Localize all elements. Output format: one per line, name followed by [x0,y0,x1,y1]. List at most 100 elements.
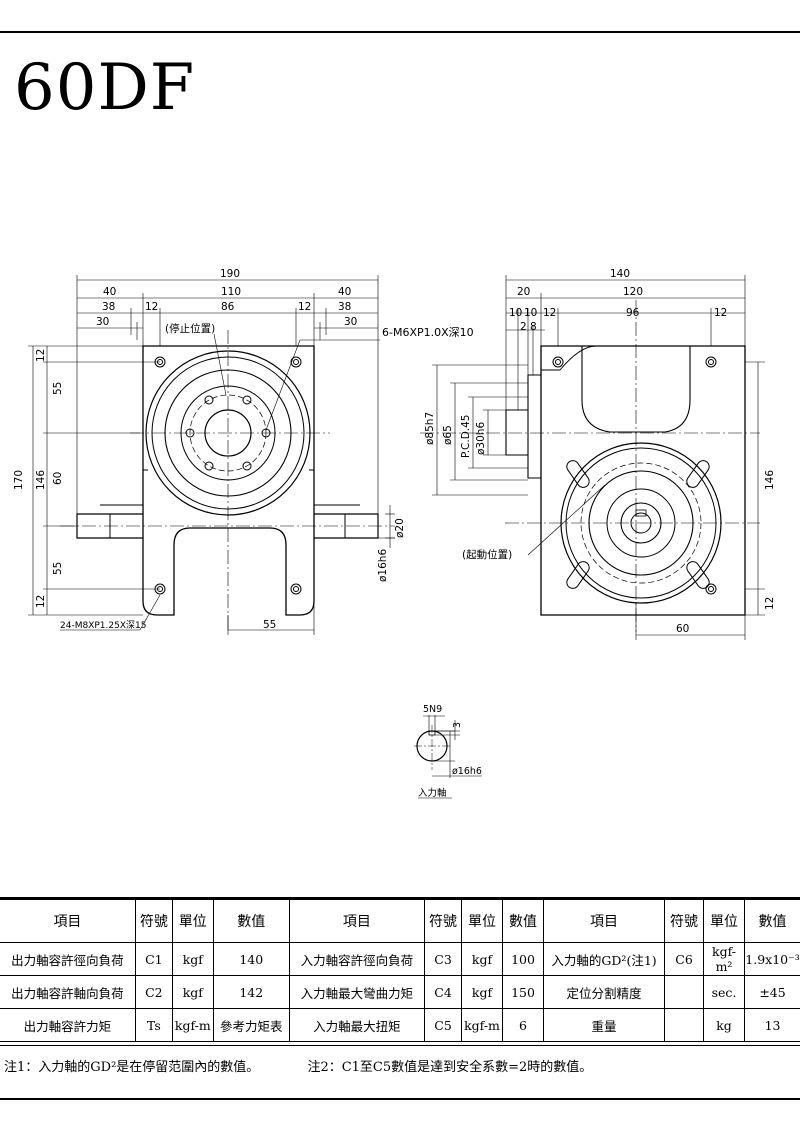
header-value-3: 數值 [744,899,800,943]
shaft-detail [414,715,482,799]
front-top-dimensions [76,275,379,514]
top-rule [0,31,800,33]
header-value-1: 數值 [212,899,290,943]
side-dim-12b: 12 [714,307,727,319]
dim-86: 86 [221,301,235,313]
shaft-dia-label: ø16h6 [452,766,482,777]
dim-55-top: 55 [52,382,64,395]
front-left-dimensions [28,345,160,616]
header-value-2: 數值 [502,899,545,943]
shaft-caption: 入力軸 [418,787,447,799]
dim-146: 146 [35,470,47,490]
table-cell: kgf [460,942,504,976]
side-dim-2: 2 [520,321,527,333]
table-cell: 定位分割精度 [543,975,666,1009]
header-item-1: 項目 [0,899,136,943]
side-dim-o30h6: ø30h6 [475,422,487,455]
table-cell: 150 [502,975,545,1009]
table-cell: 出力軸容許徑向負荷 [0,942,136,976]
front-body-outline [142,345,315,616]
side-output-hub [505,409,528,456]
dim-40-left: 40 [103,286,116,298]
dim-o20: ø20 [394,518,406,538]
side-dim-120: 120 [623,286,643,298]
side-dim-8: 8 [530,321,537,333]
table-cell: 入力軸最大扭矩 [288,1008,426,1042]
table-bottom-rule [0,1045,800,1046]
dim-30-left: 30 [96,316,109,328]
side-corner-holes [552,356,717,595]
dim-12-top: 12 [35,349,47,362]
side-dim-96: 96 [626,307,640,319]
dim-55-bottom: 55 [263,619,276,631]
table-cell: C4 [424,975,462,1009]
dim-55-lower: 55 [52,562,64,575]
side-dim-60: 60 [676,623,689,635]
table-cell: 參考力矩表 [212,1008,290,1042]
dim-30-right: 30 [344,316,357,328]
front-view [28,275,395,635]
table-cell: C3 [424,942,462,976]
dim-190: 190 [220,268,240,280]
table-cell: 出力軸容許力矩 [0,1008,136,1042]
table-cell: kgf [171,942,214,976]
side-dim-140: 140 [610,268,630,280]
bottom-rule [0,1098,800,1100]
dim-12-right: 12 [298,301,311,313]
side-view [420,275,765,640]
table-cell: 重量 [543,1008,666,1042]
table-cell: kgf-m [460,1008,504,1042]
footnote-2: 注2：C1至C5數值是達到安全系數=2時的數值。 [307,1060,593,1075]
table-row: 出力軸容許徑向負荷 C1 kgf 140 入力軸容許徑向負荷 C3 kgf 10… [0,942,800,976]
side-dim-12a: 12 [543,307,556,319]
table-cell: 6 [502,1008,545,1042]
header-symbol-1: 符號 [134,899,173,943]
header-symbol-3: 符號 [664,899,705,943]
table-cell [664,1008,705,1042]
header-unit-1: 單位 [171,899,214,943]
side-dim-10a: 10 [509,307,522,319]
dim-40-right: 40 [338,286,351,298]
side-dim-pcd45: P.C.D.45 [460,415,472,459]
table-cell: 13 [744,1008,800,1042]
model-title: 60DF [14,51,196,125]
table-top-rule [0,897,800,899]
table-cell: sec. [703,975,746,1009]
technical-drawing: 190 40 110 40 38 12 86 12 38 30 30 (停止位置… [13,268,776,799]
table-cell: 1.9x10⁻³ [744,942,800,976]
table-cell: 100 [502,942,545,976]
table-cell: kgf [171,975,214,1009]
dim-12-bottom: 12 [35,595,47,608]
side-top-dimensions [505,275,746,410]
table-cell: 入力軸的GD²(注1) [543,942,666,976]
header-unit-3: 單位 [703,899,746,943]
table-row: 出力軸容許力矩 Ts kgf-m 參考力矩表 入力軸最大扭矩 C5 kgf-m … [0,1008,800,1042]
table-row: 出力軸容許軸向負荷 C2 kgf 142 入力軸最大彎曲力矩 C4 kgf 15… [0,975,800,1009]
hole-callout-top: 6-M6XP1.0X深10 [382,326,474,339]
shaft-key-label: 5N9 [423,704,442,715]
table-cell: Ts [134,1008,173,1042]
footnote-1: 注1：入力軸的GD²是在停留范圍內的數值。 [4,1060,260,1075]
flange-bolt-holes [185,395,271,471]
dim-110: 110 [221,286,241,298]
side-slot-holes [566,460,710,589]
table-cell: C5 [424,1008,462,1042]
header-unit-2: 單位 [460,899,504,943]
dim-12-left: 12 [145,301,158,313]
hole-callout-bottom: 24-M8XP1.25X深15 [60,620,146,631]
table-cell: 142 [212,975,290,1009]
side-dim-10b: 10 [524,307,537,319]
table-cell [664,975,705,1009]
table-cell: 入力軸最大彎曲力矩 [288,975,426,1009]
table-cell: 入力軸容許徑向負荷 [288,942,426,976]
table-cell: ±45 [744,975,800,1009]
table-cell: C2 [134,975,173,1009]
side-left-dimensions [432,364,528,496]
footnotes: 注1：入力軸的GD²是在停留范圍內的數值。 注2：C1至C5數值是達到安全系數=… [4,1056,636,1075]
stop-position-label: (停止位置) [165,322,215,335]
dim-o16h6: ø16h6 [377,549,389,582]
side-dim-o65: ø65 [442,425,454,445]
table-cell: kg [703,1008,746,1042]
dim-170: 170 [13,470,25,490]
table-cell: kgf-m² [703,942,746,976]
